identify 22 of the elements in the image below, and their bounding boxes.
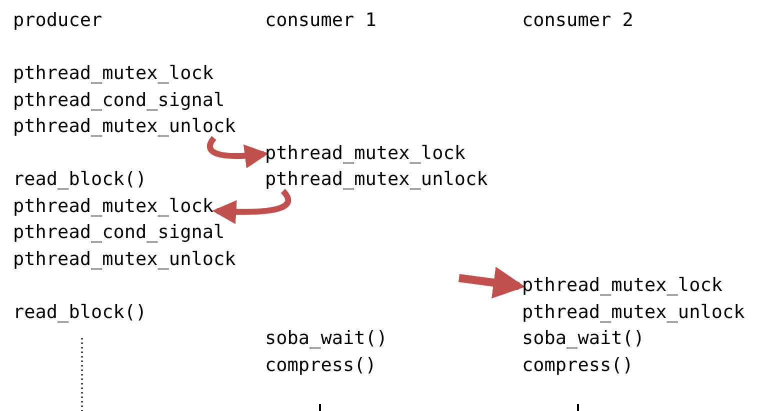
function-call: read_block() bbox=[13, 302, 147, 324]
function-call: pthread_cond_signal bbox=[13, 222, 225, 244]
function-call: read_block() bbox=[13, 169, 147, 191]
function-call: pthread_mutex_unlock bbox=[13, 116, 236, 138]
function-call: pthread_mutex_lock bbox=[522, 275, 722, 297]
arrow bbox=[458, 266, 526, 298]
function-call: pthread_mutex_lock bbox=[13, 63, 214, 85]
function-call: compress() bbox=[265, 354, 376, 376]
function-call: soba_wait() bbox=[265, 328, 388, 350]
function-call: pthread_mutex_unlock bbox=[13, 248, 236, 270]
function-call: pthread_mutex_unlock bbox=[265, 169, 488, 191]
function-call: compress() bbox=[522, 354, 634, 376]
arrow bbox=[212, 189, 292, 224]
function-call: pthread_cond_signal bbox=[13, 90, 225, 112]
function-call: pthread_mutex_lock bbox=[265, 142, 466, 164]
function-call: pthread_mutex_lock bbox=[13, 196, 214, 218]
column-heading: producer bbox=[13, 10, 102, 32]
function-call: soba_wait() bbox=[522, 328, 645, 350]
column-heading: consumer 1 bbox=[265, 10, 376, 32]
arrow bbox=[207, 136, 269, 168]
column-heading: consumer 2 bbox=[522, 10, 634, 32]
function-call: pthread_mutex_unlock bbox=[522, 302, 745, 324]
